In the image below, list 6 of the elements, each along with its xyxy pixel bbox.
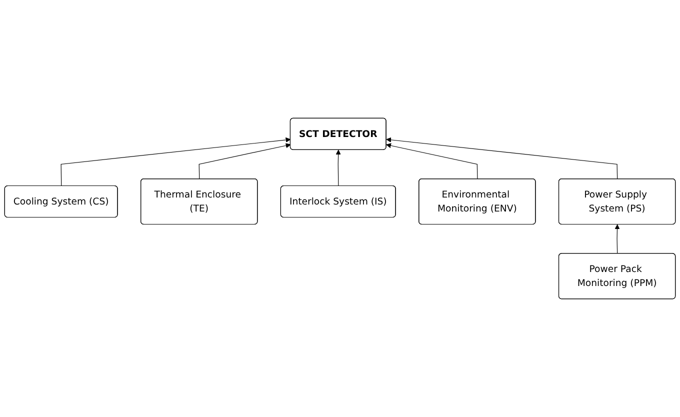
arrow [386, 143, 478, 180]
arrow [386, 137, 618, 180]
arrow [60, 137, 291, 186]
arrow [336, 150, 341, 186]
arrow [198, 143, 291, 180]
arrow [614, 224, 620, 254]
